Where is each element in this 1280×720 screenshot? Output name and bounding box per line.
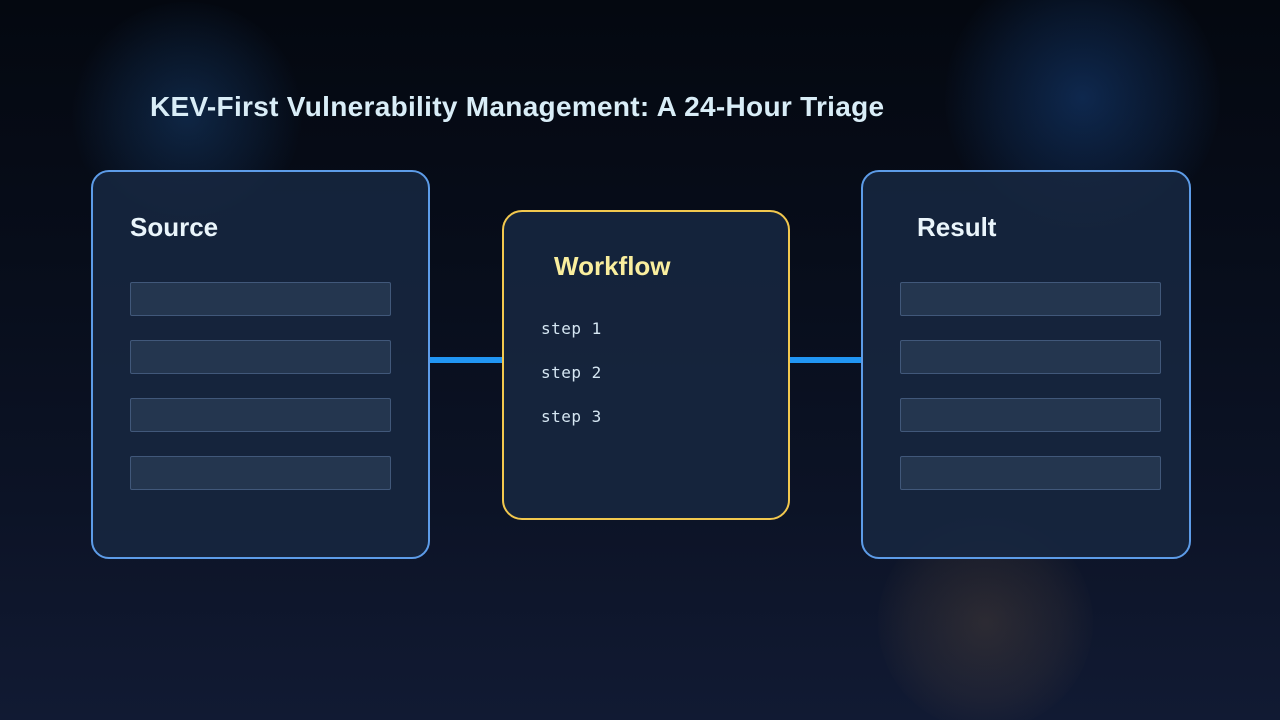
- page-title: KEV-First Vulnerability Management: A 24…: [150, 91, 885, 122]
- result-placeholder-row: [900, 398, 1161, 432]
- workflow-step: step 2: [541, 363, 602, 382]
- source-placeholder-row: [130, 398, 391, 432]
- workflow-steps: step 1 step 2 step 3: [541, 320, 602, 426]
- connector-source-to-workflow: [430, 357, 502, 363]
- workflow-step: step 3: [541, 407, 602, 426]
- source-rows: [130, 282, 391, 490]
- result-panel: Result: [861, 170, 1191, 559]
- result-panel-heading: Result: [917, 212, 997, 242]
- result-placeholder-row: [900, 282, 1161, 316]
- source-placeholder-row: [130, 340, 391, 374]
- result-placeholder-row: [900, 340, 1161, 374]
- result-rows: [900, 282, 1161, 490]
- connector-workflow-to-result: [790, 357, 861, 363]
- source-panel-heading: Source: [130, 212, 219, 242]
- workflow-step: step 1: [541, 319, 602, 338]
- workflow-panel: Workflow step 1 step 2 step 3: [502, 210, 790, 520]
- source-placeholder-row: [130, 282, 391, 316]
- result-placeholder-row: [900, 456, 1161, 490]
- workflow-panel-heading: Workflow: [554, 251, 671, 281]
- source-panel: Source: [91, 170, 430, 559]
- source-placeholder-row: [130, 456, 391, 490]
